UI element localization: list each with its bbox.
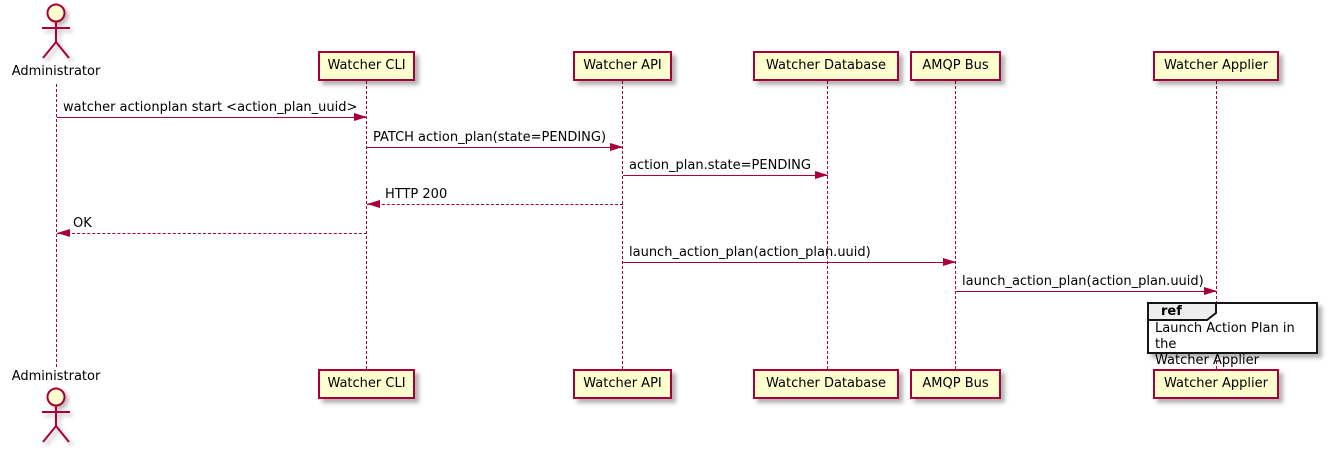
lifeline-watcher-cli xyxy=(366,81,367,369)
message-label: OK xyxy=(73,216,92,231)
arrowhead-icon xyxy=(367,200,380,208)
message-label: launch_action_plan(action_plan.uuid) xyxy=(629,245,871,260)
ref-header-shape xyxy=(1147,302,1217,321)
actor-icon-top xyxy=(42,3,70,59)
message-label: HTTP 200 xyxy=(385,187,448,202)
message-line xyxy=(956,291,1217,292)
ref-keyword: ref xyxy=(1161,304,1182,319)
ref-text: Launch Action Plan in the Watcher Applie… xyxy=(1155,321,1295,368)
lifeline-watcher-api xyxy=(622,81,623,369)
lifeline-watcher-database xyxy=(827,81,828,369)
ref-fragment: ref Launch Action Plan in the Watcher Ap… xyxy=(1147,302,1318,368)
participant-amqp-bus-bottom: AMQP Bus xyxy=(910,369,1001,399)
participant-watcher-applier-top: Watcher Applier xyxy=(1153,51,1279,81)
participant-watcher-applier-bottom: Watcher Applier xyxy=(1153,369,1279,399)
actor-label-bottom: Administrator xyxy=(11,369,101,384)
message-line xyxy=(623,175,828,176)
arrowhead-icon xyxy=(815,171,828,179)
message-label: action_plan.state=PENDING xyxy=(629,158,811,173)
participant-watcher-database-bottom: Watcher Database xyxy=(753,369,899,399)
message-line xyxy=(367,147,623,148)
arrowhead-icon xyxy=(354,113,367,121)
lifeline-administrator xyxy=(56,84,57,367)
participant-watcher-api-top: Watcher API xyxy=(573,51,672,81)
message-label: PATCH action_plan(state=PENDING) xyxy=(373,130,607,145)
arrowhead-icon xyxy=(610,143,623,151)
participant-watcher-api-bottom: Watcher API xyxy=(573,369,672,399)
message-line xyxy=(623,262,956,263)
arrowhead-icon xyxy=(1204,287,1217,295)
participant-watcher-cli-top: Watcher CLI xyxy=(318,51,415,81)
participant-watcher-database-top: Watcher Database xyxy=(753,51,899,81)
message-line xyxy=(57,117,367,118)
message-line xyxy=(57,233,367,234)
message-line xyxy=(367,204,623,205)
arrowhead-icon xyxy=(943,258,956,266)
actor-icon-bottom xyxy=(42,387,70,443)
participant-amqp-bus-top: AMQP Bus xyxy=(910,51,1001,81)
lifeline-watcher-applier xyxy=(1216,81,1217,369)
participant-watcher-cli-bottom: Watcher CLI xyxy=(318,369,415,399)
actor-label-top: Administrator xyxy=(11,64,101,79)
message-label: watcher actionplan start <action_plan_uu… xyxy=(63,100,358,115)
lifeline-amqp-bus xyxy=(955,81,956,369)
arrowhead-icon xyxy=(57,229,70,237)
message-label: launch_action_plan(action_plan.uuid) xyxy=(962,274,1204,289)
